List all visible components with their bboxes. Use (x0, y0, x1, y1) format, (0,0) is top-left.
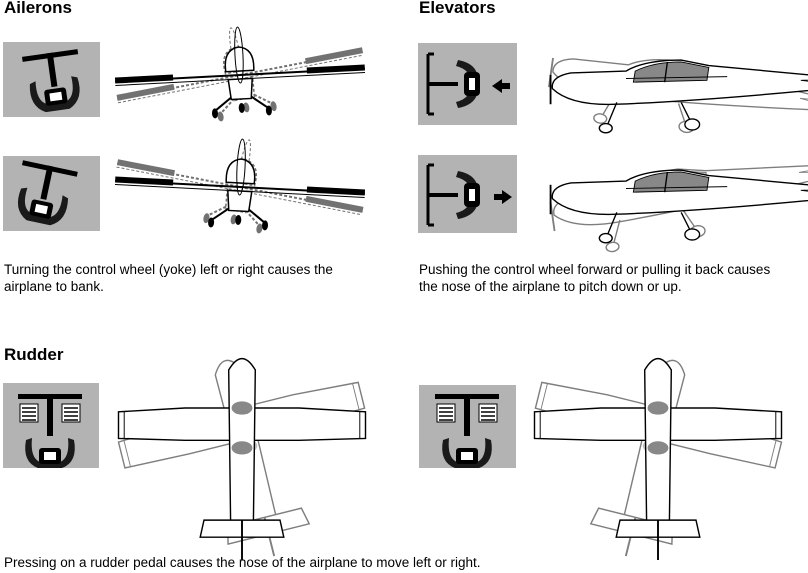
rudder-pedal-icon (434, 393, 500, 469)
airplane-side-view-pitch-up (544, 121, 808, 261)
airplane-front-view-bank-left (107, 3, 372, 142)
airplane-front-view-bank-right (108, 115, 373, 254)
rudder-caption: Pressing on a rudder pedal causes the no… (4, 555, 481, 570)
elevators-caption-line-1: Pushing the control wheel forward or pul… (419, 262, 771, 277)
airplane-top-view-yaw-right (505, 329, 796, 573)
ailerons-caption-line-1: Turning the control wheel (yoke) left or… (4, 262, 333, 277)
airplane-side-view-pitch-down (544, 22, 808, 161)
yoke-top-view-icon (21, 49, 86, 115)
arrow-left-icon (492, 79, 510, 93)
elevators-caption: Pushing the control wheel forward or pul… (419, 261, 770, 295)
ailerons-title: Ailerons (4, 0, 73, 17)
rudder-pedal-icon (17, 393, 83, 469)
yoke-side-view-icon (426, 52, 482, 116)
yoke-top-view-icon (10, 160, 78, 229)
arrow-right-icon (494, 190, 512, 204)
airplane-top-view-yaw-left (104, 329, 395, 573)
rudder-title: Rudder (4, 345, 64, 364)
elevators-title: Elevators (419, 0, 496, 17)
elevators-caption-line-2: the nose of the airplane to pitch down o… (419, 279, 682, 294)
yoke-side-view-icon (426, 163, 482, 227)
ailerons-caption: Turning the control wheel (yoke) left or… (4, 261, 333, 295)
ailerons-caption-line-2: airplane to bank. (4, 279, 104, 294)
